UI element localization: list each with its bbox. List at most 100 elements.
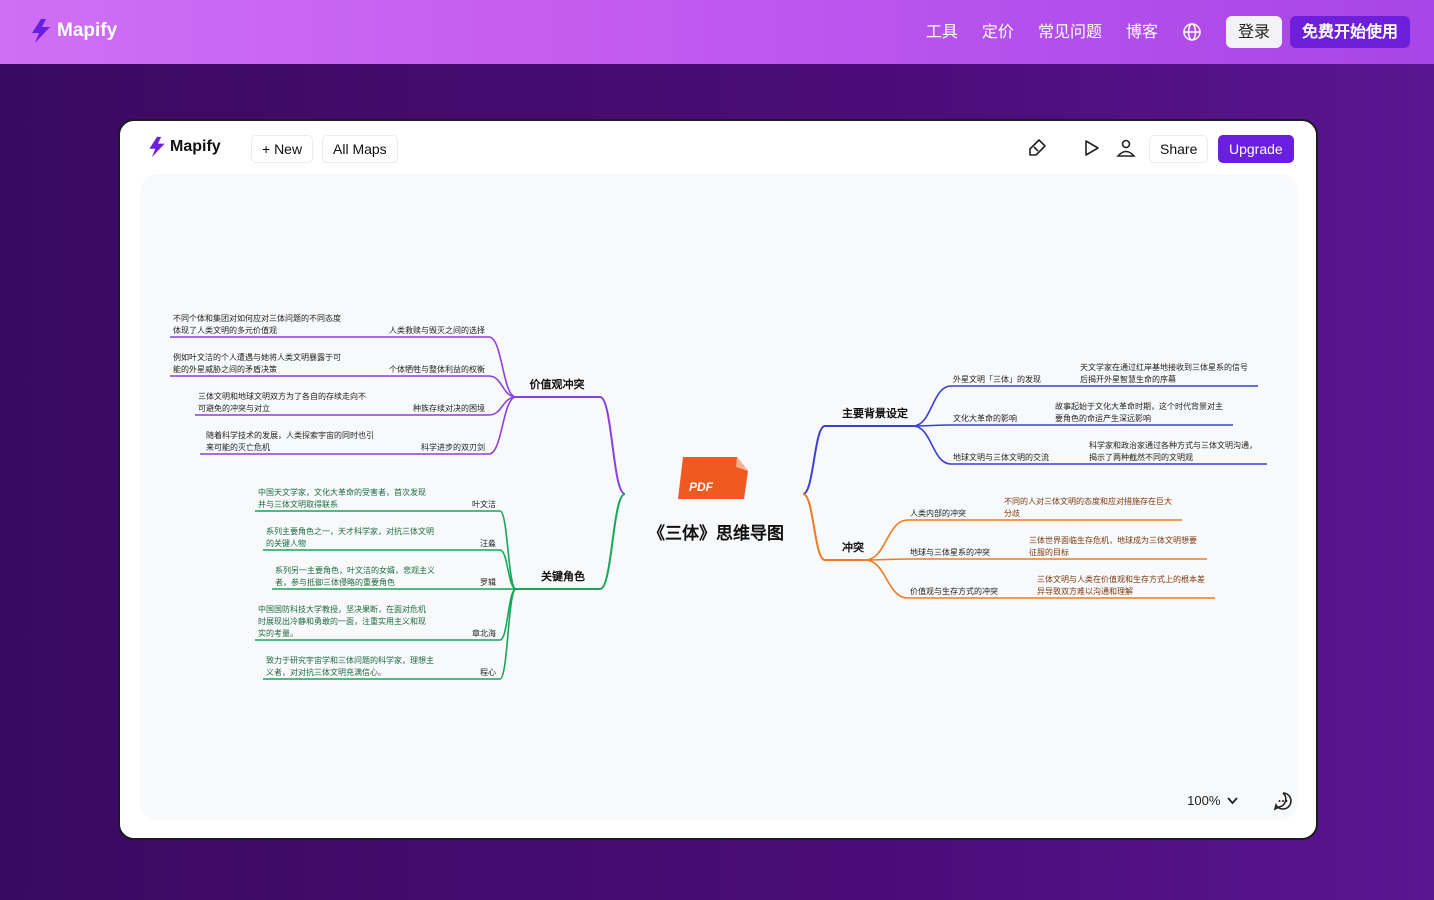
site-logo[interactable]: Mapify <box>28 18 117 44</box>
leaf-note-line: 致力于研究宇宙学和三体问题的科学家，理想主 <box>266 655 434 665</box>
root-node[interactable]: PDF 《三体》思维导图 <box>648 457 784 544</box>
leaf-label[interactable]: 人类内部的冲突 <box>910 508 966 518</box>
nav-faq[interactable]: 常见问题 <box>1037 22 1102 41</box>
connector-line <box>864 559 909 599</box>
all-maps-button[interactable]: All Maps <box>322 135 398 163</box>
leaf-note-line: 三体世界面临生存危机，地球成为三体文明想要 <box>1029 535 1197 545</box>
leaf-note-line: 例如叶文洁的个人遭遇与她将人类文明暴露于可 <box>173 352 341 362</box>
leaf-label[interactable]: 个体牺牲与整体利益的权衡 <box>389 364 485 374</box>
site-header: Mapify 工具 定价 常见问题 博客 登录 免费开始使用 <box>0 0 1434 64</box>
connector-line <box>499 510 517 590</box>
branch-0[interactable]: 价值观冲突 人类救赎与毁灭之间的选择 不同个体和集团对如何应对三体问题的不同态度体现… <box>173 313 585 452</box>
branch-3[interactable]: 冲突 人类内部的冲突 不同的人对三体文明的态度和应对措施存在巨大分歧地球与三体星系的… <box>842 496 1205 596</box>
share-button[interactable]: Share <box>1149 135 1209 163</box>
app-logo[interactable]: Mapify <box>146 136 221 158</box>
leaf-label[interactable]: 科学进步的双刃剑 <box>421 442 485 452</box>
leaf-note-line: 义者，对对抗三体文明充满信心。 <box>266 667 386 677</box>
mindmap-canvas[interactable]: PDF 《三体》思维导图 价值观冲突 人类救赎与毁灭之间的选择 不同个体和集团对如何… <box>140 174 1298 820</box>
leaf-label[interactable]: 种族存续对决的困境 <box>413 403 485 413</box>
leaf-note-line: 系列主要角色之一，天才科学家，对抗三体文明 <box>266 526 434 536</box>
user-icon[interactable] <box>1115 137 1137 159</box>
chat-icon[interactable] <box>1272 790 1294 812</box>
site-brand: Mapify <box>57 20 118 41</box>
branch-title[interactable]: 关键角色 <box>541 569 585 583</box>
upgrade-button[interactable]: Upgrade <box>1218 135 1294 163</box>
leaf-note-line: 不同个体和集团对如何应对三体问题的不同态度 <box>173 313 341 323</box>
pdf-label: PDF <box>689 480 714 494</box>
leaf-label[interactable]: 程心 <box>480 668 496 677</box>
branch-title[interactable]: 冲突 <box>842 540 864 554</box>
chevron-down-icon <box>1227 797 1238 805</box>
leaf-note-line: 可避免的冲突与对立 <box>198 403 270 413</box>
leaf-note-line: 分歧 <box>1004 508 1020 518</box>
leaf-note-line: 者，参与抵御三体侵略的重要角色 <box>275 577 395 587</box>
leaf-note-line: 不同的人对三体文明的态度和应对措施存在巨大 <box>1004 496 1172 506</box>
connector-line <box>488 336 517 398</box>
leaf-label[interactable]: 人类救赎与毁灭之间的选择 <box>389 325 485 335</box>
leaf-note-line: 三体文明和地球文明双方为了各自的存续走向不 <box>198 391 366 401</box>
mindmap-svg[interactable]: PDF 《三体》思维导图 价值观冲突 人类救赎与毁灭之间的选择 不同个体和集团对如何… <box>140 174 1298 820</box>
leaf-note-line: 中国天文学家，文化大革命的受害者，首次发现 <box>258 487 426 497</box>
login-button[interactable]: 登录 <box>1225 16 1282 48</box>
connector-line <box>864 519 909 561</box>
globe-icon[interactable] <box>1182 22 1202 42</box>
app-brand: Mapify <box>170 138 221 155</box>
leaf-note-line: 能的外星威胁之间的矛盾决策 <box>173 364 277 374</box>
connector-line <box>499 549 517 590</box>
connector-line <box>488 396 517 455</box>
leaf-note-line: 系列另一主要角色，叶文洁的女婿，悲观主义 <box>275 565 435 575</box>
branch-title[interactable]: 价值观冲突 <box>530 377 585 391</box>
connector-line <box>912 385 952 427</box>
leaf-label[interactable]: 罗辑 <box>480 577 496 587</box>
leaf-label[interactable]: 地球文明与三体文明的交流 <box>953 452 1049 462</box>
branch-2[interactable]: 主要背景设定 外星文明「三体」的发现 天文学家在通过红岸基地接收到三体星系的信号后揭… <box>842 362 1257 462</box>
site-nav: 工具 定价 常见问题 博客 登录 免费开始使用 <box>926 16 1410 48</box>
leaf-label[interactable]: 文化大革命的影响 <box>953 413 1017 423</box>
leaf-note-line: 来可能的灭亡危机 <box>206 442 270 452</box>
connector-line <box>599 493 626 590</box>
nav-blog[interactable]: 博客 <box>1125 22 1158 41</box>
leaf-note-line: 征服的目标 <box>1029 547 1069 557</box>
leaf-note-line: 体现了人类文明的多元价值观 <box>173 325 277 335</box>
leaf-label[interactable]: 外星文明「三体」的发现 <box>953 374 1041 384</box>
leaf-note-line: 的关键人物 <box>266 538 306 548</box>
connector-line <box>912 425 952 465</box>
leaf-label[interactable]: 叶文洁 <box>472 499 496 509</box>
leaf-note-line: 时展现出冷静和勇敢的一面，注重实用主义和现 <box>258 616 426 626</box>
brush-icon[interactable] <box>1026 137 1048 159</box>
connector-line <box>488 375 517 398</box>
leaf-note-line: 故事起始于文化大革命时期，这个时代背景对主 <box>1055 401 1223 411</box>
lightning-logo-icon <box>32 19 50 43</box>
leaf-note-line: 三体文明与人类在价值观和生存方式上的根本差 <box>1037 574 1205 584</box>
branch-1[interactable]: 关键角色 叶文洁 中国天文学家，文化大革命的受害者，首次发现并与三体文明取得联系汪淼… <box>258 487 585 677</box>
leaf-note-line: 实的考量。 <box>258 628 298 638</box>
nav-pricing[interactable]: 定价 <box>981 22 1014 41</box>
leaf-label[interactable]: 汪淼 <box>480 538 496 548</box>
leaf-note-line: 揭示了两种截然不同的文明观 <box>1089 452 1193 462</box>
connector-line <box>802 493 826 561</box>
lightning-logo-icon <box>149 136 165 158</box>
zoom-dropdown[interactable]: 100% <box>1187 793 1238 808</box>
leaf-label[interactable]: 价值观与生存方式的冲突 <box>910 586 998 596</box>
leaf-note-line: 并与三体文明取得联系 <box>258 499 338 509</box>
leaf-note-line: 中国国防科技大学教授，坚决果断，在面对危机 <box>258 604 426 614</box>
connector-line <box>499 588 517 680</box>
branch-title[interactable]: 主要背景设定 <box>842 406 908 420</box>
leaf-note-line: 后揭开外星智慧生命的序幕 <box>1080 374 1176 384</box>
leaf-note-line: 天文学家在通过红岸基地接收到三体星系的信号 <box>1080 362 1248 372</box>
connector-line <box>802 425 826 495</box>
new-map-button[interactable]: + New <box>251 135 314 163</box>
leaf-note-line: 要角色的命运产生深远影响 <box>1055 413 1151 423</box>
leaf-note-line: 科学家和政治家通过各种方式与三体文明沟通， <box>1089 440 1257 450</box>
app-window: Mapify + New All Maps Share Upgrade PDF … <box>118 119 1318 840</box>
nav-tools[interactable]: 工具 <box>925 22 958 41</box>
play-icon[interactable] <box>1080 137 1102 159</box>
leaf-label[interactable]: 章北海 <box>472 628 496 638</box>
leaf-note-line: 随着科学技术的发展，人类探索宇宙的同时也引 <box>206 430 374 440</box>
root-title: 《三体》思维导图 <box>648 523 784 544</box>
pdf-icon: PDF <box>678 457 748 499</box>
leaf-note-line: 异导致双方难以沟通和理解 <box>1037 586 1133 596</box>
start-free-button[interactable]: 免费开始使用 <box>1289 16 1410 48</box>
leaf-label[interactable]: 地球与三体星系的冲突 <box>910 547 990 557</box>
connector-line <box>599 396 626 495</box>
